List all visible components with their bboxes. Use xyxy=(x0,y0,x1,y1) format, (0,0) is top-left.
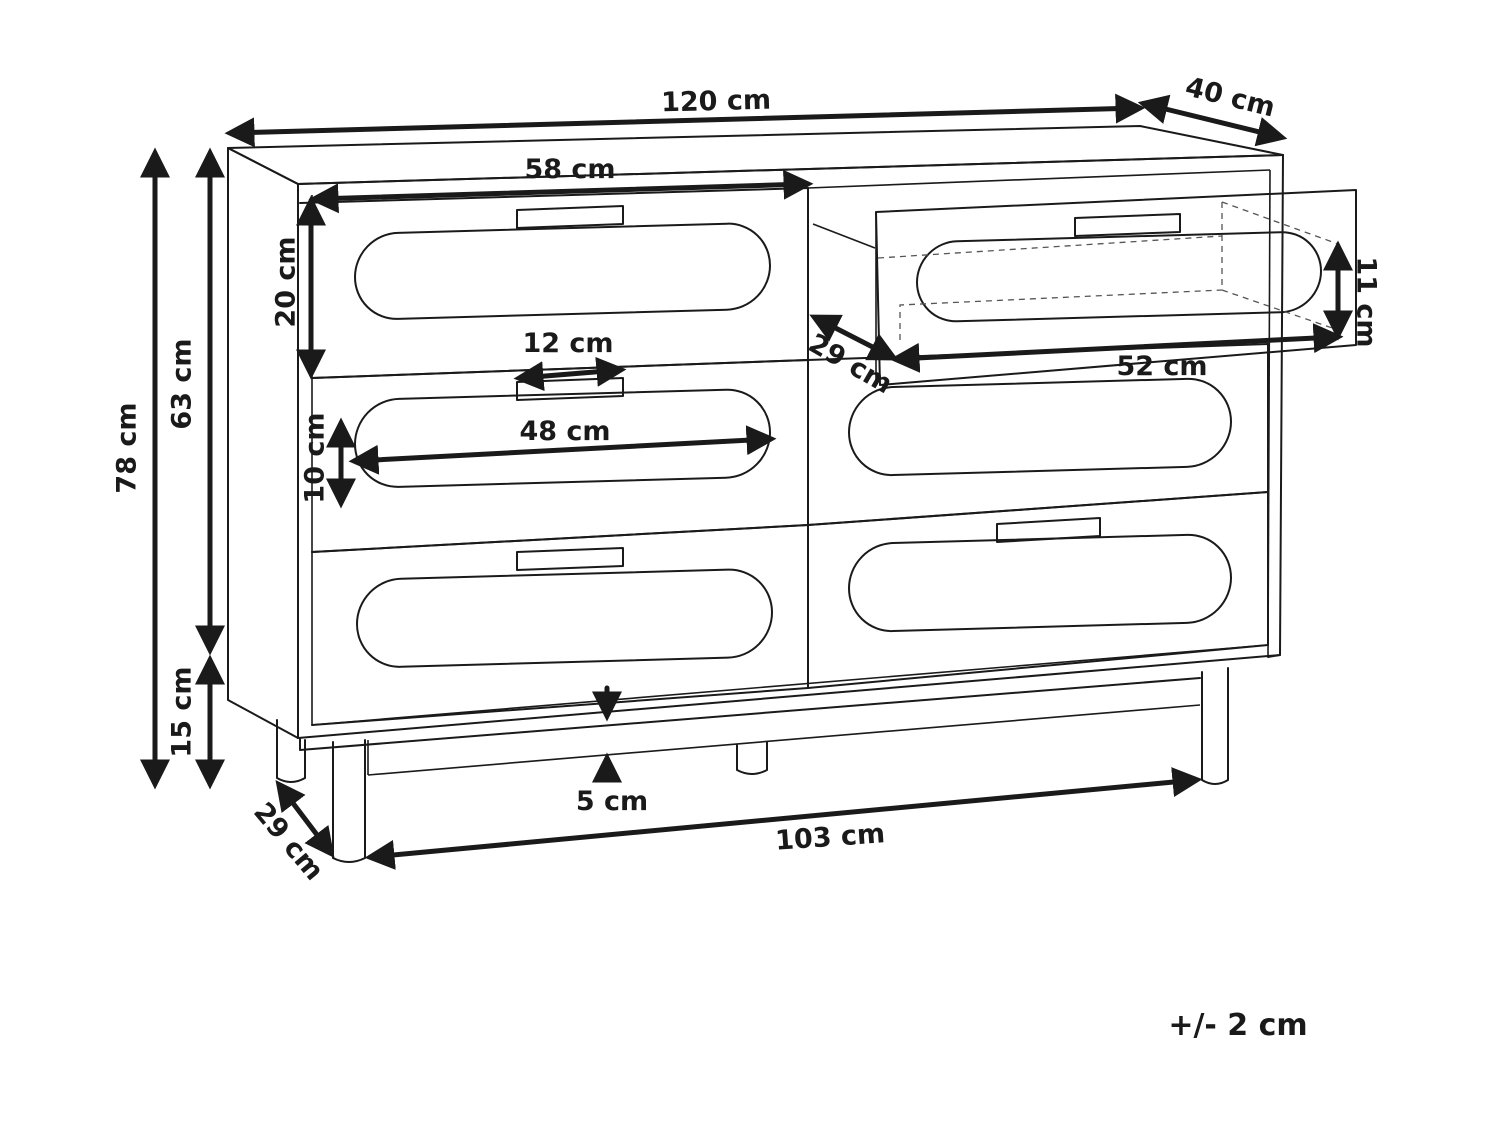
label-drawer-inner-depth: 29 cm xyxy=(803,328,897,400)
label-cutout-height: 10 cm xyxy=(300,412,331,503)
drawer-top-right-open xyxy=(807,169,1357,386)
label-drawer-inner-width: 52 cm xyxy=(1116,351,1207,382)
label-cutout-width: 48 cm xyxy=(519,416,610,447)
label-height-legs: 15 cm xyxy=(167,666,198,757)
label-drawer-inner-height: 11 cm xyxy=(1351,256,1382,347)
label-handle-width: 12 cm xyxy=(522,328,613,359)
label-height-body: 63 cm xyxy=(167,338,198,429)
label-leg-span-depth: 29 cm xyxy=(247,797,329,887)
dimension-labels: 120 cm 40 cm 78 cm 63 cm 15 cm 58 cm 20 … xyxy=(112,71,1382,1043)
dimension-lines xyxy=(140,93,1353,870)
legs xyxy=(276,667,1229,863)
label-width-total: 120 cm xyxy=(661,85,772,119)
label-tolerance: +/- 2 cm xyxy=(1168,1008,1307,1043)
label-base-clearance: 5 cm xyxy=(576,786,648,817)
label-height-total: 78 cm xyxy=(112,402,143,493)
label-drawer-front-width: 58 cm xyxy=(524,154,615,185)
label-leg-span-width: 103 cm xyxy=(774,818,886,857)
cabinet-body xyxy=(227,125,1284,776)
drawer-middle-left xyxy=(311,359,809,553)
drawer-bottom-right xyxy=(807,491,1269,689)
label-drawer-front-height: 20 cm xyxy=(271,236,302,327)
drawer-bottom-left xyxy=(311,524,809,726)
